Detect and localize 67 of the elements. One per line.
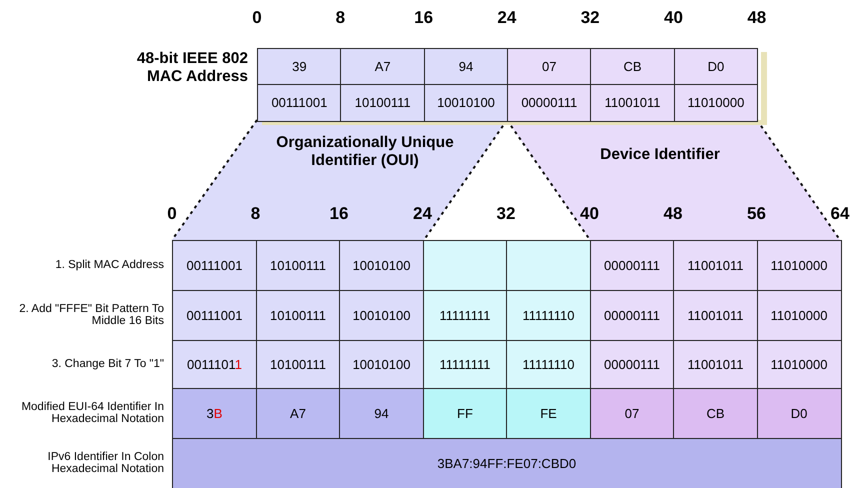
table-cell: 11111110 bbox=[506, 290, 591, 342]
section-label: Organizationally Unique Identifier (OUI) bbox=[275, 134, 455, 170]
table-cell: 11010000 bbox=[756, 340, 842, 390]
bit-position-number: 40 bbox=[579, 204, 600, 224]
table-cell: CB bbox=[590, 48, 675, 86]
table-cell: 11010000 bbox=[756, 290, 842, 342]
table-cell: D0 bbox=[756, 388, 842, 440]
bit-position-number: 56 bbox=[746, 204, 767, 224]
table-cell: 10100111 bbox=[256, 290, 340, 342]
table-cell: FE bbox=[506, 388, 591, 440]
bit-position-number: 16 bbox=[328, 204, 350, 224]
bit-position-number: 48 bbox=[746, 8, 768, 28]
table-cell: 11111111 bbox=[422, 340, 508, 390]
table-cell: 10100111 bbox=[256, 340, 340, 390]
table-cell: 00111001 bbox=[172, 290, 257, 342]
table-cell: 10010100 bbox=[339, 240, 424, 292]
row-label: 2. Add "FFFE" Bit Pattern To Middle 16 Bits bbox=[18, 302, 164, 329]
table-cell: 11010000 bbox=[756, 240, 842, 292]
bit-position-number: 48 bbox=[662, 204, 684, 224]
table-cell: 11001011 bbox=[673, 340, 758, 390]
table-cell: 11001011 bbox=[590, 84, 675, 122]
table-cell: CB bbox=[673, 388, 758, 440]
table-cell: 39 bbox=[257, 48, 342, 86]
table-cell: 94 bbox=[424, 48, 508, 86]
table-cell: 10100111 bbox=[256, 240, 340, 292]
bit-position-number: 8 bbox=[250, 204, 262, 224]
table-cell: 11001011 bbox=[673, 290, 758, 342]
table-cell: 10010100 bbox=[424, 84, 508, 122]
bit-position-number: 0 bbox=[251, 8, 263, 28]
table-cell: 00000111 bbox=[506, 84, 592, 122]
table-cell: 07 bbox=[590, 388, 674, 440]
table-cell: 00111001 bbox=[172, 240, 257, 292]
table-cell: 11111110 bbox=[506, 340, 591, 390]
table-cell: 11010000 bbox=[674, 84, 758, 122]
table-cell: 00000111 bbox=[590, 290, 674, 342]
bit-position-number: 16 bbox=[413, 8, 434, 28]
bit-position-number: 24 bbox=[412, 204, 433, 224]
row-label: 1. Split MAC Address bbox=[54, 258, 164, 273]
row-label: 3. Change Bit 7 To "1" bbox=[50, 357, 164, 372]
table-cell: 00000111 bbox=[590, 340, 674, 390]
table-cell: 00000111 bbox=[590, 240, 674, 292]
table-cell: 94 bbox=[339, 388, 424, 440]
table-cell: A7 bbox=[256, 388, 340, 440]
table-cell: 10010100 bbox=[339, 290, 424, 342]
table-cell: 07 bbox=[506, 48, 592, 86]
section-label: Device Identifier bbox=[599, 146, 721, 164]
bit-position-number: 32 bbox=[496, 204, 516, 224]
bit-position-number: 32 bbox=[580, 8, 601, 28]
bit-position-number: 8 bbox=[334, 8, 346, 28]
bit-position-number: 0 bbox=[166, 204, 178, 224]
table-cell: 11111111 bbox=[422, 290, 508, 342]
bit-position-number: 24 bbox=[496, 8, 518, 28]
table-cell: 10100111 bbox=[340, 84, 426, 122]
table-cell: 00111001 bbox=[257, 84, 342, 122]
bit-position-number: 40 bbox=[663, 8, 684, 28]
row-label: 48-bit IEEE 802 MAC Address bbox=[136, 50, 248, 87]
table-cell: 10010100 bbox=[339, 340, 424, 390]
table-cell: 3B bbox=[172, 388, 257, 440]
table-cell: 00111011 bbox=[172, 340, 257, 390]
table-cell: 11001011 bbox=[673, 240, 758, 292]
table-cell: FF bbox=[422, 388, 508, 440]
table-cell: D0 bbox=[674, 48, 758, 86]
table-cell: A7 bbox=[340, 48, 426, 86]
row-label: Modified EUI-64 Identifier In Hexadecimal Notation bbox=[20, 400, 164, 427]
bit-position-number: 64 bbox=[830, 204, 850, 224]
row-label: IPv6 Identifier In Colon Hexadecimal Notation bbox=[46, 450, 164, 477]
table-cell: 3BA7:94FF:FE07:CBD0 bbox=[172, 438, 842, 488]
